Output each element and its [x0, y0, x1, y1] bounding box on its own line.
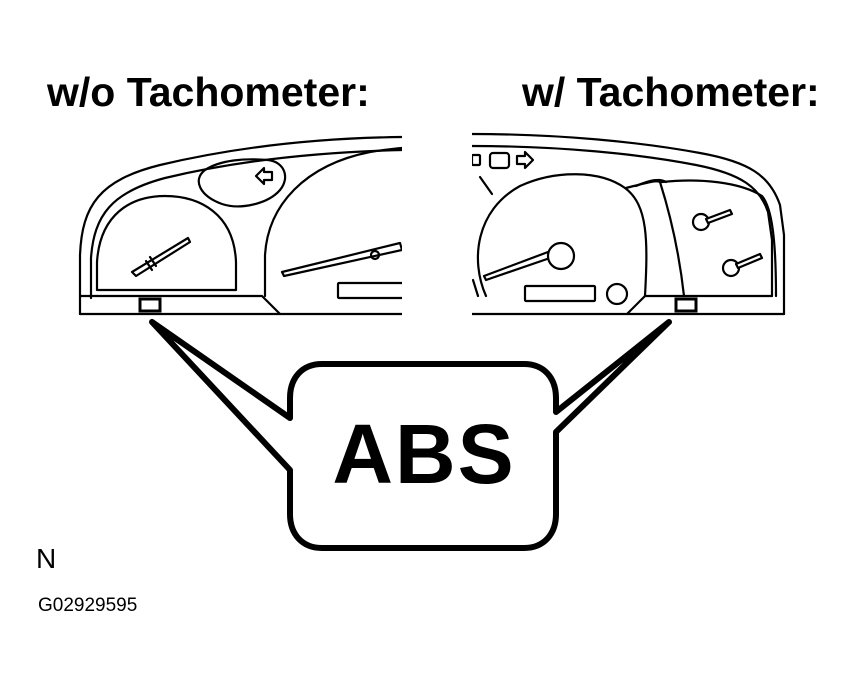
- abs-lamp-left: [138, 297, 162, 313]
- heading-without-tachometer: w/o Tachometer:: [47, 69, 370, 115]
- cluster-without-tachometer: [78, 135, 402, 316]
- abs-callout-bubble: [149, 319, 672, 551]
- cluster-with-tachometer: [472, 132, 786, 316]
- footer-letter: N: [36, 543, 57, 574]
- heading-with-tachometer: w/ Tachometer:: [522, 69, 820, 115]
- abs-lamp-right: [674, 297, 698, 313]
- abs-callout-text: ABS: [332, 407, 516, 501]
- figure-code: G02929595: [38, 595, 138, 616]
